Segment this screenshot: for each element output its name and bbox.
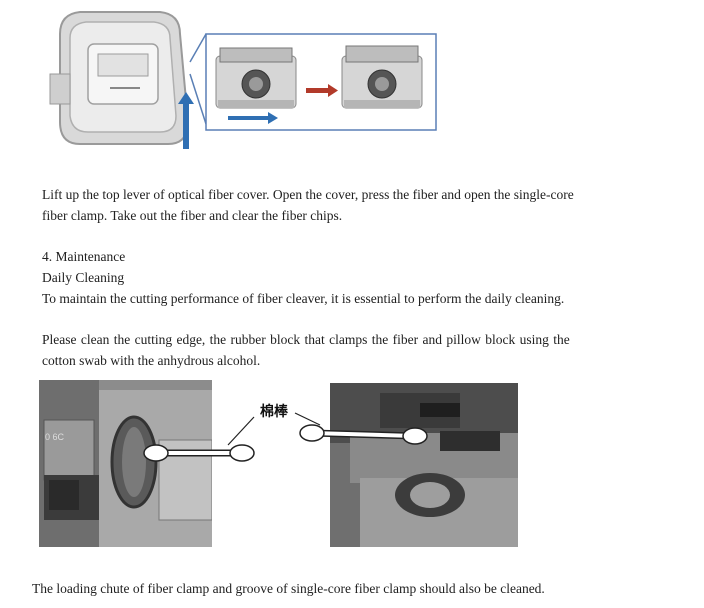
cleaver-illustration [49, 11, 437, 149]
maintain-text: To maintain the cutting performance of f… [42, 291, 565, 306]
instruction-line-1: Lift up the top lever of optical fiber c… [42, 187, 574, 202]
device-left [215, 47, 297, 109]
section-heading: 4. Maintenance [42, 249, 126, 264]
device-right [341, 45, 423, 109]
clean-line-2: cotton swab with the anhydrous alcohol. [42, 353, 261, 368]
svg-text:0 6C: 0 6C [45, 432, 65, 442]
top-figure [40, 4, 440, 154]
subheading: Daily Cleaning [42, 270, 125, 285]
photo-right-cleaning [330, 383, 518, 547]
cotton-swab-label: 棉棒 [260, 404, 288, 420]
photo-left-cleaning: 0 6C [39, 380, 212, 547]
instruction-line-2: fiber clamp. Take out the fiber and clea… [42, 208, 343, 223]
cotton-swab-overlay [130, 395, 460, 475]
clean-line-1: Please clean the cutting edge, the rubbe… [42, 332, 570, 347]
chute-text: The loading chute of fiber clamp and gro… [32, 581, 545, 596]
